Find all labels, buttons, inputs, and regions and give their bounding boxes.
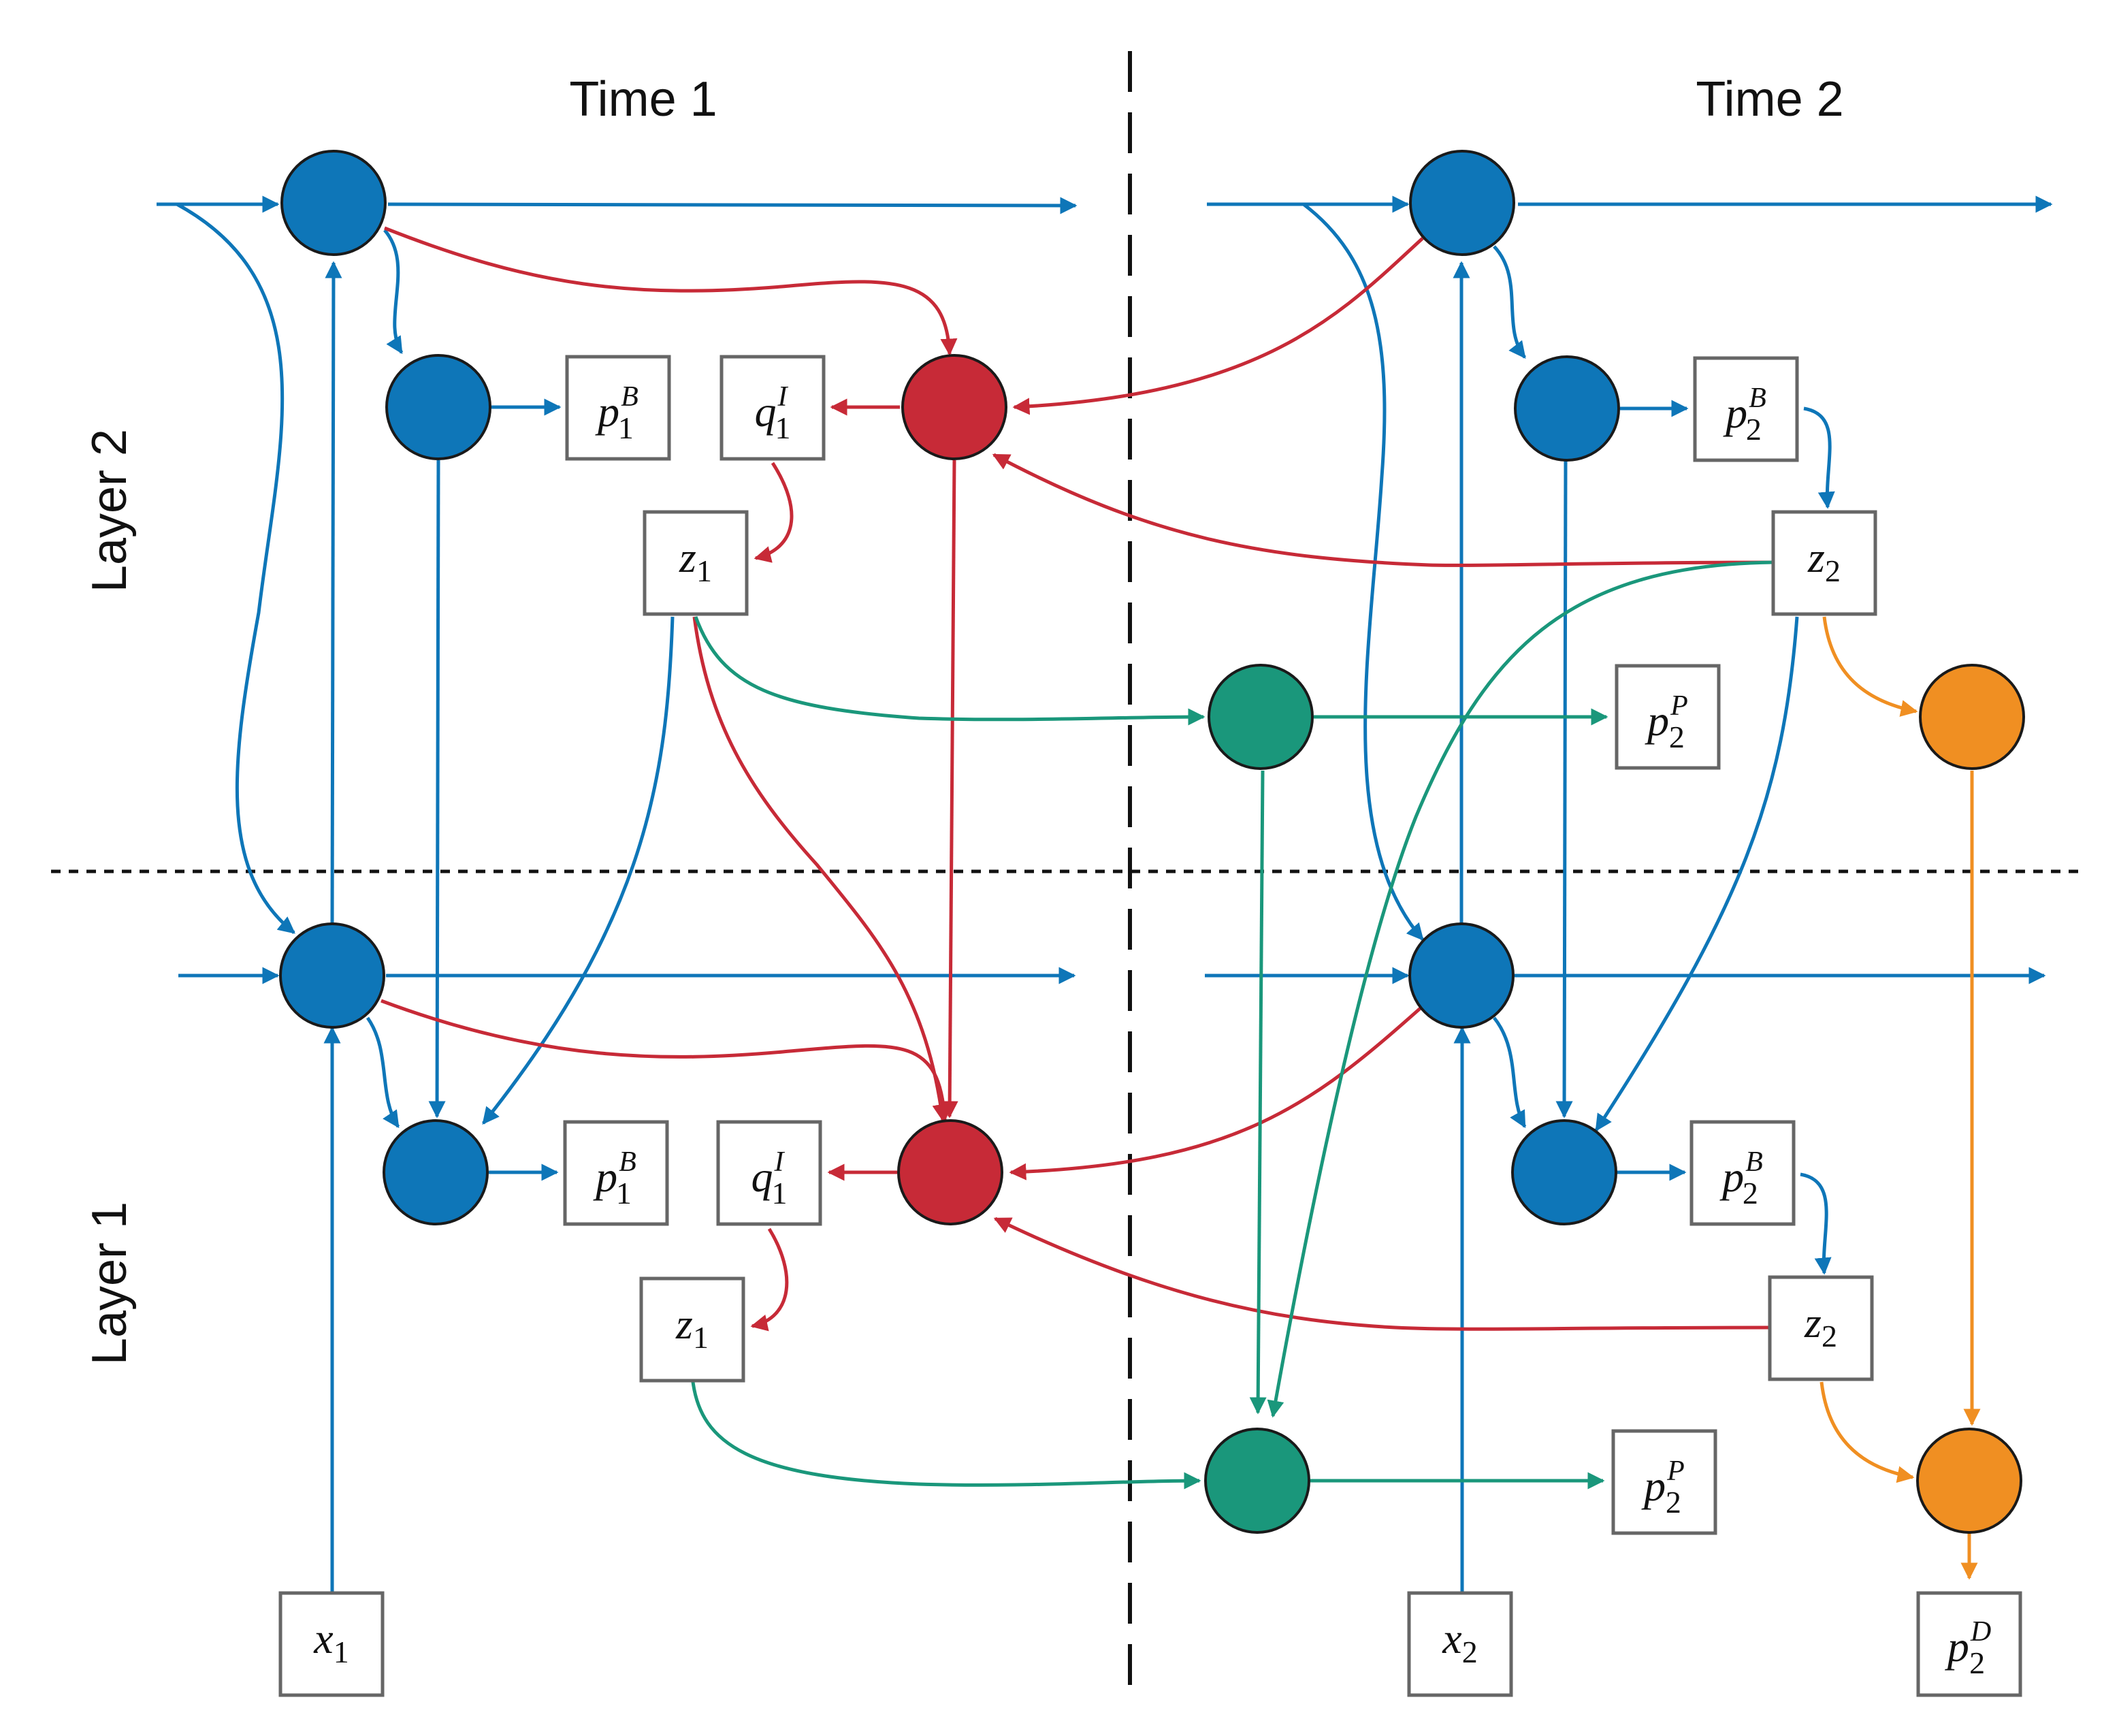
node-blue-layer2-child-time2 (1514, 355, 1620, 462)
edge-green-l2-to-green-l1 (1249, 770, 1267, 1415)
label-time-1: Time 1 (569, 72, 717, 127)
svg-text:z1: z1 (679, 533, 712, 588)
node-green-layer2-time2 (1208, 664, 1314, 770)
edge-l2child-to-l1child-t1 (428, 460, 446, 1119)
box-z2-layer2: z2 (1771, 510, 1877, 616)
node-green-layer1-time2 (1204, 1428, 1310, 1534)
red-edges (381, 226, 1774, 1332)
node-red-layer1-time1 (897, 1119, 1003, 1225)
orange-edges (1819, 616, 1981, 1580)
edge-l2-to-l2child-t2 (1493, 245, 1526, 359)
green-edges (691, 560, 1774, 1490)
edge-l1-t2-to-red-l1 (1009, 1005, 1424, 1180)
svg-text:qI1: qI1 (751, 1146, 788, 1210)
node-blue-layer2-child-time1 (385, 354, 491, 460)
edge-l2-t2-to-red-l2 (1012, 237, 1424, 415)
nodes (279, 150, 2025, 1534)
svg-text:pB1: pB1 (595, 381, 638, 445)
edge-l2child-to-l1child-t2 (1555, 460, 1573, 1119)
edge-l2-to-l2child-t1 (383, 229, 404, 355)
edge-qI1-to-z1-l1 (750, 1227, 789, 1332)
edge-l1-to-red-t1 (381, 999, 953, 1122)
edge-qI1-to-z1-l2 (754, 462, 794, 563)
svg-text:pP2: pP2 (1641, 1456, 1685, 1520)
box-x2: x2 (1407, 1591, 1513, 1697)
node-red-layer2-time1 (901, 354, 1007, 460)
edge-z1-to-red-l1 (692, 616, 950, 1122)
svg-text:z1: z1 (675, 1300, 709, 1355)
node-blue-layer1-child-time1 (383, 1119, 489, 1225)
box-z2-layer1: z2 (1768, 1275, 1874, 1381)
edge-z2-to-red-l2 (992, 453, 1774, 567)
edge-pB2-to-z2-l1 (1800, 1172, 1832, 1275)
node-blue-layer2-time1 (280, 150, 387, 256)
svg-text:x2: x2 (1442, 1614, 1477, 1669)
node-blue-layer1-time2 (1408, 922, 1515, 1029)
edge-z2-to-orange-l2 (1822, 616, 1918, 717)
edge-l2-t1-out (387, 197, 1078, 214)
node-blue-layer1-child-time2 (1511, 1119, 1617, 1225)
blue-edges (157, 195, 2053, 1593)
box-z1-layer2: z1 (643, 510, 749, 616)
svg-text:pB1: pB1 (593, 1146, 636, 1210)
svg-text:qI1: qI1 (755, 381, 791, 445)
edge-l1-to-l1child-t1 (366, 1016, 400, 1129)
svg-text:pB2: pB2 (1723, 383, 1766, 447)
edge-pB2-to-z2-l2 (1803, 406, 1835, 509)
edge-input-curve-to-l1-t2 (1302, 203, 1424, 941)
edge-z1-to-green-l2 (694, 616, 1206, 726)
svg-text:x1: x1 (313, 1614, 349, 1669)
svg-text:z2: z2 (1807, 533, 1841, 588)
box-x1: x1 (278, 1591, 385, 1697)
svg-text:pD2: pD2 (1945, 1616, 1991, 1680)
box-z1-layer1: z1 (639, 1276, 745, 1383)
svg-text:pP2: pP2 (1645, 690, 1688, 754)
edge-l1-to-l2-t1 (325, 261, 342, 925)
edge-z1-to-green-l1 (691, 1381, 1201, 1490)
node-orange-layer1-time2 (1916, 1428, 2022, 1534)
node-blue-layer1-time1 (279, 922, 385, 1029)
label-layer-2: Layer 2 (82, 429, 137, 592)
edge-z2-to-green-l1 (1267, 560, 1774, 1418)
edge-z2-to-orange-l1 (1819, 1381, 1915, 1483)
svg-text:z2: z2 (1804, 1298, 1837, 1353)
node-orange-layer2-time2 (1919, 664, 2025, 770)
edge-input-curve-to-l1-t1 (176, 202, 295, 934)
edge-z2-to-l1child-t2 (1594, 616, 1799, 1132)
edge-z1-to-l1child-t1 (482, 616, 675, 1125)
edge-l2-to-red-t1 (384, 226, 958, 356)
edge-z2-to-red-l1 (993, 1217, 1770, 1331)
node-blue-layer2-time2 (1409, 150, 1515, 256)
label-layer-1: Layer 1 (82, 1202, 137, 1365)
label-time-2: Time 2 (1696, 72, 1843, 127)
edge-l1-to-l1child-t2 (1493, 1016, 1527, 1129)
edge-red-l2-to-red-l1 (941, 460, 958, 1119)
svg-text:pB2: pB2 (1719, 1146, 1763, 1210)
